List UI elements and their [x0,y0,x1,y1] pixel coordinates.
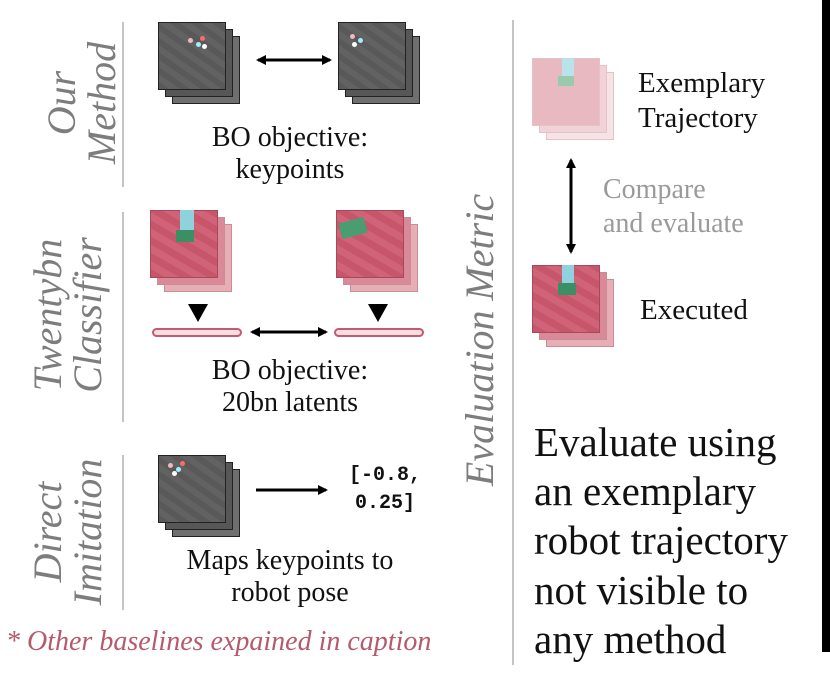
exemplary-line2: Trajectory [638,101,758,134]
twentybn-caption-line1: BO objective: [211,355,369,386]
direct-imitation-caption: Maps keypoints to robot pose [140,545,440,609]
twentybn-latent-right [334,328,424,337]
direct-imitation-output-line1: [-0.8, [348,464,421,487]
our-method-frame-left [158,22,240,104]
right-border [822,0,830,652]
exemplary-trajectory-frame [532,58,614,140]
compare-line1: Compare [603,174,706,205]
compare-line2: and evaluate [603,208,744,240]
our-method-caption-line2: keypoints [235,154,345,186]
summary-line1: Evaluate using [534,419,777,465]
compare-evaluate-label: Compare and evaluate [603,173,803,241]
twentybn-right-down-arrow [368,304,388,322]
exemplary-trajectory-label: Exemplary Trajectory [638,66,818,136]
direct-imitation-output: [-0.8, 0.25] [330,462,440,518]
summary-line2: an exemplary [534,468,756,515]
our-method-caption-line1: BO objective: [211,122,369,153]
twentybn-latent-left [152,328,242,337]
direct-imitation-caption-line2: robot pose [231,577,349,609]
executed-label: Executed [640,294,748,326]
our-method-frame-right [338,22,420,104]
direct-imitation-caption-line1: Maps keypoints to [186,545,394,576]
our-method-caption: BO objective: keypoints [150,122,430,186]
evaluation-summary: Evaluate using an exemplary robot trajec… [534,418,824,664]
exemplary-line1: Exemplary [638,67,766,99]
twentybn-frame-left [150,210,232,292]
direct-imitation-output-line2: 0.25] [354,492,415,515]
twentybn-caption: BO objective: 20bn latents [150,355,430,419]
twentybn-left-down-arrow [188,304,208,322]
evaluation-divider [512,20,514,665]
footnote: * Other baselines expained in caption [6,626,432,657]
twentybn-frame-right [336,210,418,292]
twentybn-caption-line2: 20bn latents [221,387,359,419]
summary-line3: robot trajectory [534,517,788,564]
summary-line5: any method [534,615,727,662]
twentybn-divider [122,212,124,422]
direct-imitation-frame [158,455,240,537]
summary-line4: not visible to [534,566,749,613]
our-method-divider [122,22,124,187]
executed-frame [532,265,614,347]
direct-imitation-divider [122,455,124,610]
